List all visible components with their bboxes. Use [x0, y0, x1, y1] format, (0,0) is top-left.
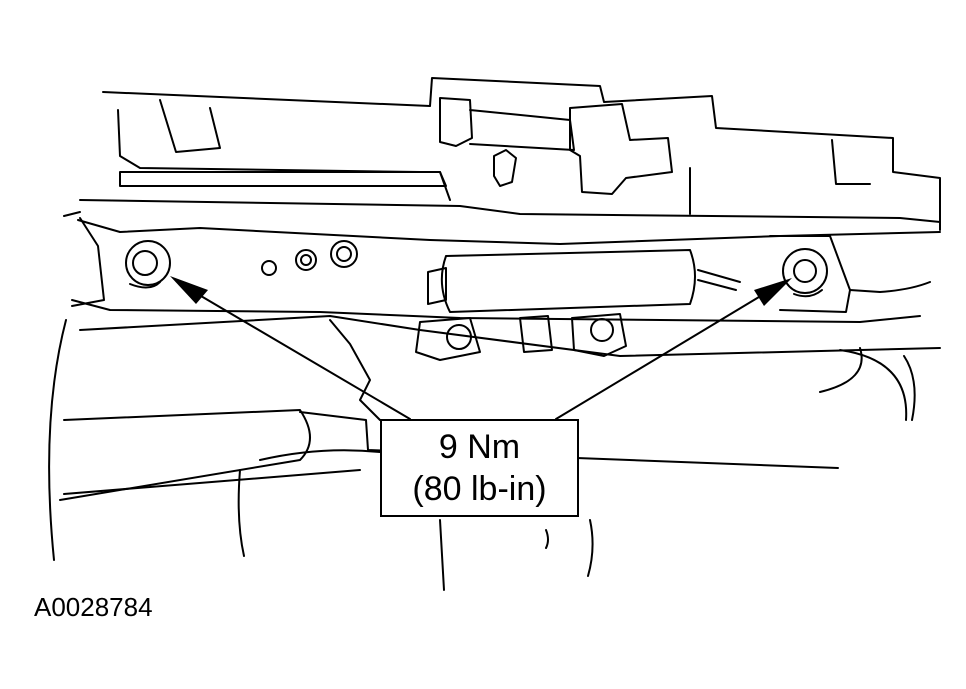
actuator-bracket-right	[572, 314, 626, 356]
right-bolt-inner	[794, 260, 816, 282]
actuator-bracket-mid	[520, 316, 552, 352]
right-bolt-icon	[783, 249, 827, 293]
arrow-head-icon-right	[754, 278, 792, 306]
connector-housing	[570, 104, 672, 194]
left-bolt-washer	[130, 282, 160, 288]
connector-block	[440, 98, 574, 150]
hole-2-inner	[301, 255, 311, 265]
top-panel-outline	[103, 78, 940, 230]
trim-fold-center	[330, 320, 380, 420]
main-rail-bottom	[72, 300, 920, 322]
torque-nm-label: 9 Nm	[438, 428, 521, 466]
long-cover-strip	[120, 172, 446, 186]
right-bolt-washer	[794, 290, 822, 296]
bracket-right-nut	[591, 319, 613, 341]
top-panel-inner-edge	[118, 110, 420, 172]
right-bracket	[770, 236, 850, 312]
torque-lbin-label: (80 lb-in)	[412, 470, 547, 508]
top-panel-rim	[80, 200, 940, 222]
trim-fold-left	[49, 320, 310, 560]
hole-3-inner	[337, 247, 351, 261]
actuator-cylinder	[442, 250, 695, 312]
rail-left-end	[64, 212, 104, 306]
hole-1	[262, 261, 276, 275]
arrow-head-icon	[170, 276, 208, 304]
main-rail-top	[78, 220, 940, 244]
leader-right	[556, 294, 764, 419]
main-rail-lower	[80, 316, 940, 356]
left-bolt-inner	[133, 251, 157, 275]
connector-pin	[494, 150, 516, 186]
trim-lower-marks	[440, 520, 593, 590]
bracket-left-nut	[447, 325, 471, 349]
left-bolt-icon	[126, 241, 170, 285]
hole-2	[296, 250, 316, 270]
trim-base	[64, 450, 380, 556]
actuator-end-cap	[428, 268, 446, 304]
figure-id-label: A0028784	[34, 592, 153, 622]
actuator-bracket-left	[416, 318, 480, 360]
actuator-wire	[698, 270, 740, 290]
hole-3	[331, 241, 357, 267]
trim-right-sweep	[840, 350, 915, 420]
top-panel-bracket	[160, 100, 220, 152]
right-cable	[820, 282, 930, 392]
torque-callout: 9 Nm (80 lb-in)	[380, 419, 579, 517]
leader-left	[184, 286, 410, 419]
trim-ledge	[300, 412, 838, 468]
